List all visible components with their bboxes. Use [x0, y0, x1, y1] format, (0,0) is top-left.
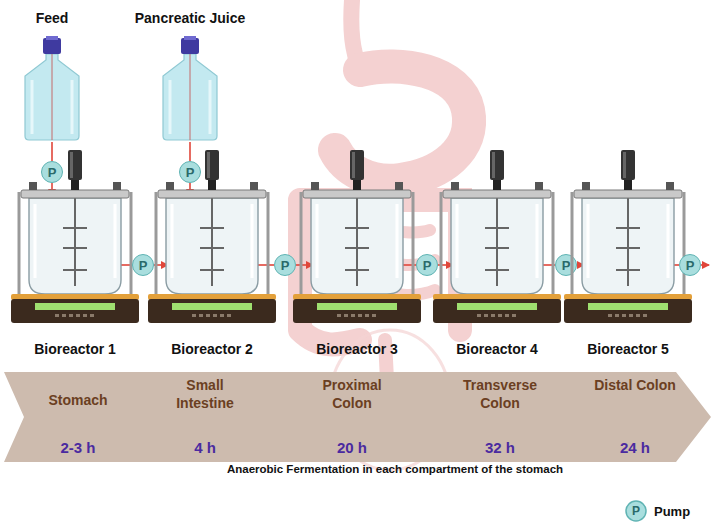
pump-circle: P [179, 161, 201, 183]
bioreactor-drawing [11, 148, 139, 328]
bioreactor-label: Bioreactor 1 [34, 341, 116, 357]
stage-name: Stomach [48, 391, 107, 409]
bioreactor-drawing [293, 148, 421, 328]
stage-name: Distal Colon [590, 376, 680, 394]
bioreactor-drawing [148, 148, 276, 328]
residence-time: 32 h [485, 438, 515, 458]
bioreactor: Bioreactor 1 [31, 196, 119, 308]
reagent-bottle: Pancreatic Juice [160, 36, 220, 142]
outlet-arrow [701, 264, 709, 266]
bioreactor-drawing [564, 148, 692, 328]
legend-pump-symbol [626, 501, 646, 521]
flow-arrow [256, 264, 274, 266]
pump-circle: P [679, 254, 701, 276]
pump-circle: P [555, 254, 577, 276]
pump-label: P [42, 165, 62, 180]
pump-circle: P [416, 254, 438, 276]
bioreactor: Bioreactor 3 [313, 196, 401, 308]
bioreactor-label: Bioreactor 2 [171, 341, 253, 357]
bottle-outline [160, 36, 220, 142]
bioreactor-label: Bioreactor 4 [456, 341, 538, 357]
bioreactor-label: Bioreactor 5 [587, 341, 669, 357]
stage-name: Small Intestine [160, 376, 250, 412]
stage-name: Proximal Colon [307, 376, 397, 412]
legend-text: Pump [654, 504, 690, 519]
footnote: Anaerobic Fermentation in each compartme… [227, 463, 563, 475]
pump-label: P [133, 258, 153, 273]
pump-label: P [275, 258, 295, 273]
residence-time: 2-3 h [60, 438, 95, 458]
pump-circle: P [132, 254, 154, 276]
bioreactor: Bioreactor 2 [168, 196, 256, 308]
bottle-outline [22, 36, 82, 142]
stage-name: Transverse Colon [455, 376, 545, 412]
flow-arrow [189, 142, 191, 161]
bottle-label: Pancreatic Juice [135, 10, 246, 26]
pump-label: P [680, 258, 700, 273]
flow-arrow [51, 142, 53, 161]
pump-circle: P [41, 161, 63, 183]
bioreactor-drawing [433, 148, 561, 328]
residence-time: 20 h [337, 438, 367, 458]
pump-circle: P [274, 254, 296, 276]
pump-label: P [417, 258, 437, 273]
residence-time: 24 h [620, 438, 650, 458]
bioreactor: Bioreactor 5 [584, 196, 672, 308]
bioreactor: Bioreactor 4 [453, 196, 541, 308]
bioreactor-label: Bioreactor 3 [316, 341, 398, 357]
reagent-bottle: Feed [22, 36, 82, 142]
legend-pump-label: P [632, 504, 640, 518]
pump-label: P [180, 165, 200, 180]
residence-time: 4 h [194, 438, 216, 458]
bottle-label: Feed [36, 10, 69, 26]
timeline-band: Stomach 2-3 h Small Intestine 4 h Proximal C… [0, 372, 713, 462]
